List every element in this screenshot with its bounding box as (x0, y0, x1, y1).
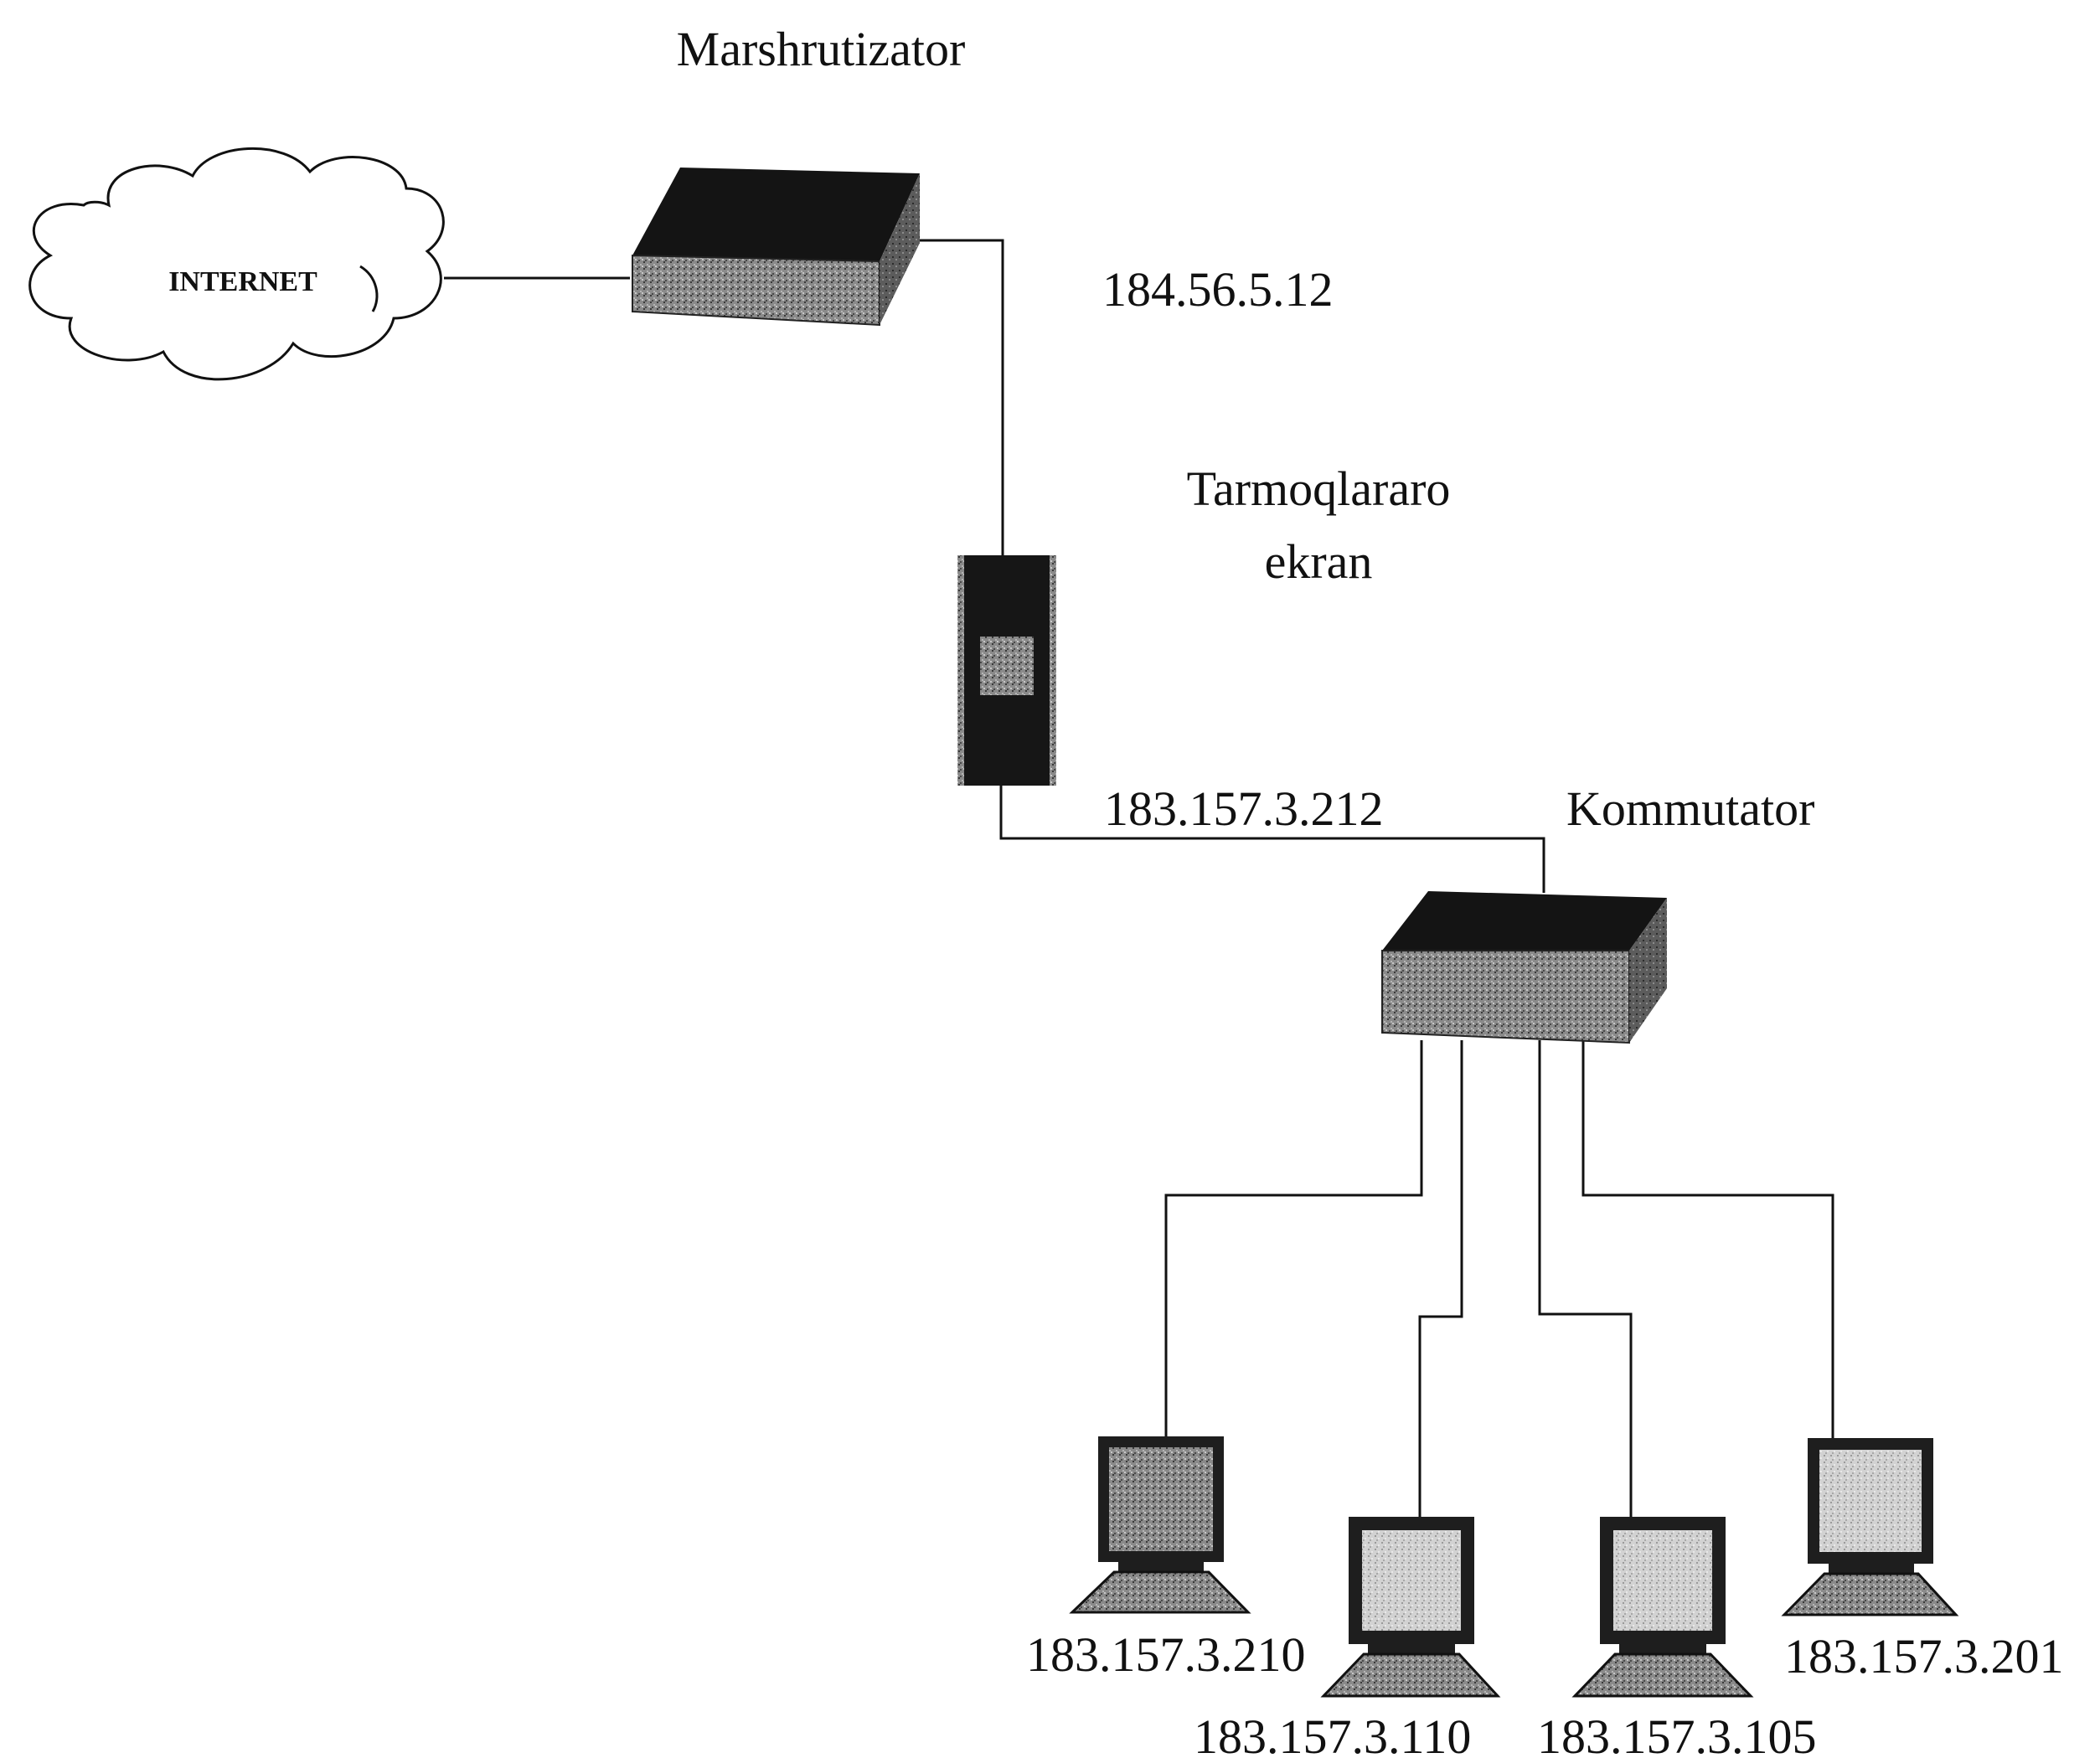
internet-cloud-icon: INTERNET (28, 147, 445, 381)
firewall-label-line1: Tarmoqlararo (1187, 461, 1451, 516)
wire-router-firewall (915, 239, 1004, 557)
firewall-icon (957, 555, 1056, 786)
computer-ip-2: 183.157.3.110 (1194, 1709, 1471, 1758)
computer-ip-1: 183.157.3.210 (1026, 1627, 1306, 1682)
computer-icon (1571, 1517, 1754, 1698)
wire-switch-pc4 (1581, 1040, 1834, 1441)
computer-icon (1781, 1438, 1959, 1616)
wire-firewall-switch (999, 786, 1545, 893)
router-label: Marshrutizator (677, 22, 966, 76)
wire-switch-pc1 (1164, 1040, 1423, 1441)
firewall-label-line2: ekran (1265, 534, 1373, 589)
computer-ip-3: 183.157.3.105 (1537, 1709, 1817, 1758)
computer-icon (1069, 1436, 1251, 1614)
computer-icon (1320, 1517, 1501, 1698)
cloud-label: INTERNET (168, 266, 317, 297)
switch-icon (1381, 891, 1667, 1044)
connections (444, 239, 1834, 1521)
router-icon (632, 168, 920, 327)
switch-label: Kommutator (1566, 781, 1814, 836)
wire-switch-pc2 (1418, 1040, 1463, 1521)
router-ip: 184.56.5.12 (1102, 262, 1334, 317)
wire-switch-pc3 (1538, 1040, 1633, 1521)
computer-ip-4: 183.157.3.201 (1784, 1629, 2064, 1683)
switch-ip: 183.157.3.212 (1104, 781, 1384, 836)
